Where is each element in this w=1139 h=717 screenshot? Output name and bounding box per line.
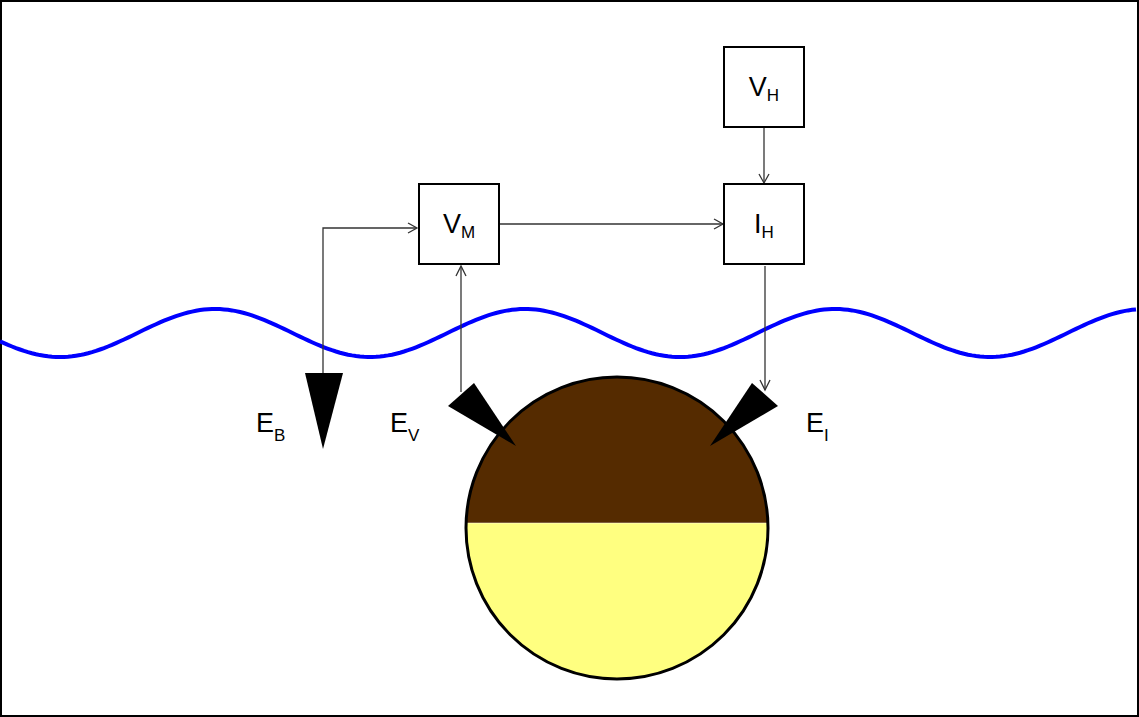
label-subscript: I	[824, 426, 829, 445]
lead-wires	[323, 223, 770, 392]
sample-sphere	[460, 370, 780, 693]
electrode-v	[448, 383, 516, 446]
electrode-label: EV	[390, 408, 419, 439]
process-box: VM	[418, 183, 500, 265]
symbol-subscript: H	[767, 86, 779, 106]
label-letter: E	[806, 408, 824, 438]
symbol-letter: V	[443, 209, 461, 240]
symbol-subscript: H	[762, 223, 774, 243]
signal-arrow	[763, 128, 764, 183]
label-subscript: B	[274, 426, 285, 445]
symbol-letter: I	[754, 209, 762, 240]
symbol-letter: V	[749, 72, 767, 103]
label-subscript: V	[408, 426, 419, 445]
process-box: VH	[723, 46, 805, 128]
electrode-i	[710, 383, 778, 446]
process-box: IH	[723, 183, 805, 265]
electrode-label: EB	[256, 408, 285, 439]
label-letter: E	[390, 408, 408, 438]
water-surface	[0, 309, 1136, 357]
electrode-label: EI	[806, 408, 829, 439]
sphere-outline	[466, 377, 768, 679]
electrode-b	[305, 373, 343, 449]
label-letter: E	[256, 408, 274, 438]
signal-arrow	[500, 223, 723, 224]
symbol-subscript: M	[461, 223, 475, 243]
